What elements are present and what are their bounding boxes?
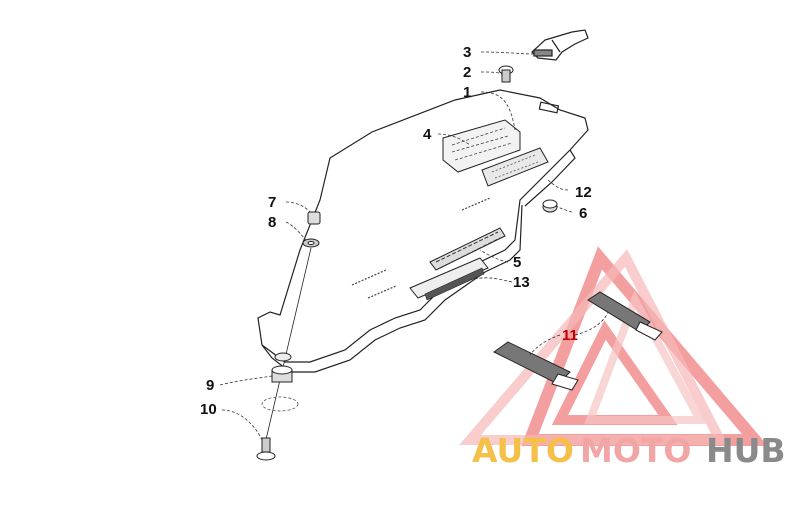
watermark-logo bbox=[459, 246, 768, 446]
watermark-text: AUTO MOTO HUB bbox=[472, 431, 786, 470]
callout-1: 1 bbox=[463, 84, 471, 101]
decal-13 bbox=[409, 257, 489, 301]
decal-5 bbox=[429, 227, 506, 271]
bracket-part bbox=[531, 29, 589, 61]
callout-8: 8 bbox=[268, 214, 276, 231]
callout-13: 13 bbox=[513, 274, 530, 291]
leader-lines bbox=[219, 51, 609, 441]
callout-9: 9 bbox=[206, 377, 214, 394]
dashed-ring bbox=[261, 396, 299, 412]
plate-markings bbox=[351, 197, 491, 299]
bolt-part-2 bbox=[498, 65, 514, 83]
watermark-hub: HUB bbox=[706, 431, 786, 470]
nut-part-6 bbox=[542, 199, 558, 213]
nut-part-7 bbox=[307, 211, 321, 225]
callout-4: 4 bbox=[423, 126, 432, 143]
decal-4 bbox=[442, 119, 521, 173]
callout-7: 7 bbox=[268, 194, 276, 211]
callout-2: 2 bbox=[463, 64, 471, 81]
watermark-moto: MOTO bbox=[580, 431, 691, 470]
callout-10: 10 bbox=[200, 401, 217, 418]
callout-6: 6 bbox=[579, 205, 587, 222]
strip-part-11-a bbox=[587, 291, 663, 341]
watermark-auto: AUTO bbox=[472, 431, 574, 470]
strip-part-11-b bbox=[493, 341, 579, 391]
decal-12 bbox=[481, 147, 549, 187]
assembly-line-left bbox=[263, 247, 312, 449]
callout-11: 11 bbox=[562, 327, 578, 344]
callout-12: 12 bbox=[575, 184, 592, 201]
callout-3: 3 bbox=[463, 44, 471, 61]
callout-5: 5 bbox=[513, 254, 521, 271]
washer-part-8 bbox=[302, 238, 320, 248]
spacer-part-9 bbox=[271, 352, 293, 383]
bolt-part-10 bbox=[256, 437, 276, 461]
